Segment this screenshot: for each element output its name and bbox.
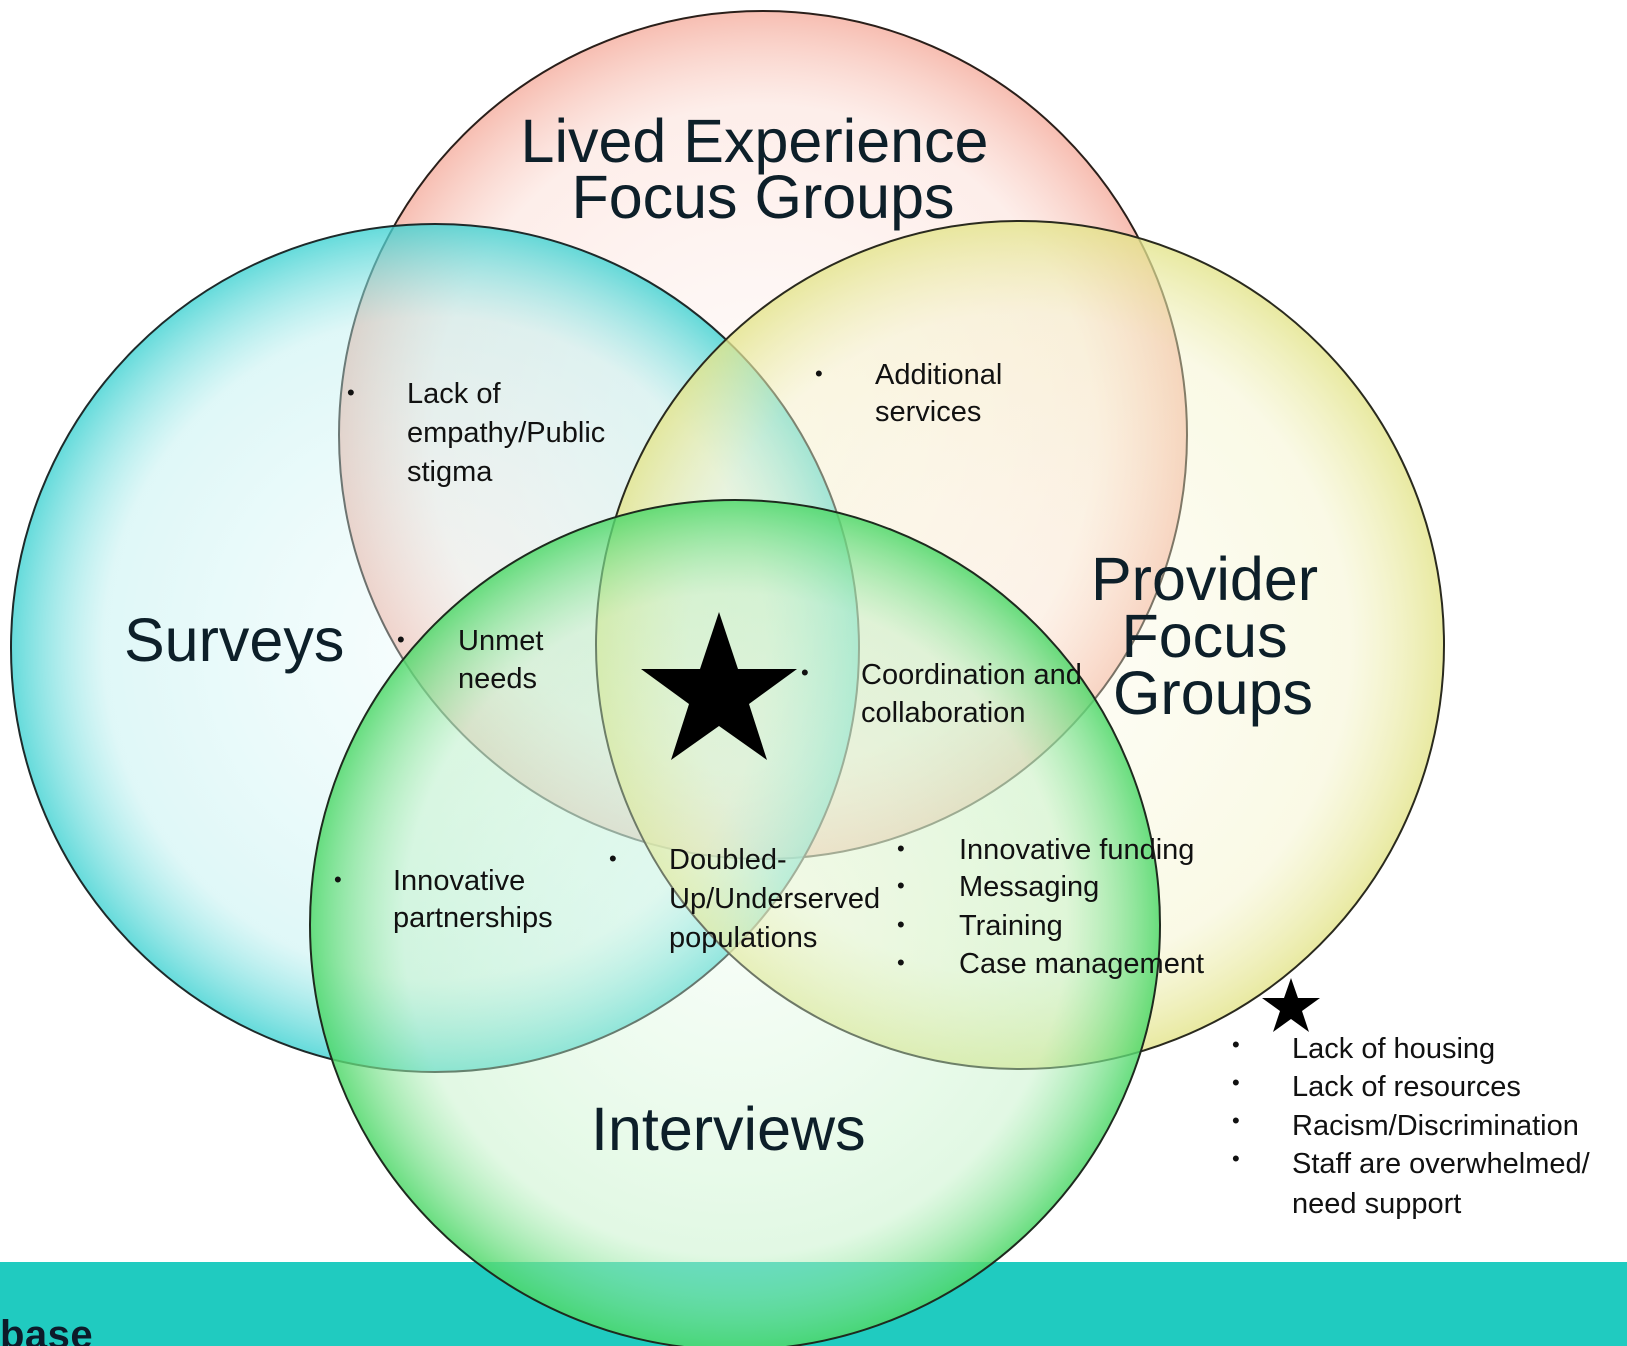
center-star-icon — [641, 612, 797, 760]
brand-logo-text: base — [0, 1315, 94, 1346]
interviews-circle — [309, 499, 1161, 1346]
lived-experience-title-line1: Lived Experience — [521, 107, 989, 175]
overlap-surveys-lived-interviews-text: Unmet needs — [458, 625, 551, 695]
all-sources-list: Lack of housing Lack of resources Racism… — [1292, 1033, 1598, 1220]
list-item: Lack of resources — [1292, 1071, 1521, 1103]
overlap-lived-provider-interviews-text: Coordination and collaboration — [861, 659, 1090, 729]
lived-experience-title: Lived Experience Focus Groups — [521, 107, 1006, 231]
provider-title-line2: Focus — [1121, 602, 1287, 670]
bullet-dot: • — [609, 846, 617, 871]
lived-experience-title-line2: Focus Groups — [571, 163, 954, 231]
provider-title-line1: Provider — [1091, 545, 1318, 613]
bullet-dot: • — [1232, 1108, 1240, 1133]
overlap-surveys-lived-text: Lack of empathy/Public stigma — [407, 378, 613, 488]
list-item: Lack of housing — [1292, 1033, 1495, 1065]
bullet-dot: • — [1232, 1070, 1240, 1095]
bullet-dot: • — [801, 660, 809, 685]
list-item: Messaging — [959, 871, 1099, 903]
list-item: Case management — [959, 948, 1204, 980]
list-item-continuation: need support — [1292, 1188, 1461, 1220]
surveys-title: Surveys — [124, 606, 344, 674]
overlap-provider-interviews-list: Innovative funding Messaging Training Ca… — [959, 834, 1204, 980]
list-item: Racism/Discrimination — [1292, 1110, 1579, 1142]
bullet-dot: • — [347, 380, 355, 405]
bullet-dot: • — [897, 836, 905, 861]
bullet-dot: • — [1232, 1032, 1240, 1057]
overlap-surveys-interviews-text: Innovative partnerships — [393, 865, 553, 934]
list-item: Staff are overwhelmed/ — [1292, 1148, 1591, 1180]
provider-focus-groups-title: Provider Focus Groups — [1091, 545, 1335, 727]
list-item: Innovative funding — [959, 834, 1194, 866]
overlap-surveys-provider-interviews-text: Doubled- Up/Underserved populations — [669, 844, 888, 954]
bullet-dot: • — [334, 867, 342, 892]
bullet-dot: • — [1232, 1146, 1240, 1171]
legend-star-icon — [1262, 978, 1320, 1032]
provider-title-line3: Groups — [1113, 659, 1313, 727]
bullet-dot: • — [897, 912, 905, 937]
list-item: Training — [959, 910, 1063, 942]
bullet-dot: • — [815, 361, 823, 386]
bullet-dot: • — [897, 950, 905, 975]
bullet-dot: • — [897, 873, 905, 898]
bullet-dot: • — [397, 627, 405, 652]
overlap-lived-provider-text: Additional services — [875, 359, 1010, 428]
interviews-title: Interviews — [591, 1095, 866, 1163]
